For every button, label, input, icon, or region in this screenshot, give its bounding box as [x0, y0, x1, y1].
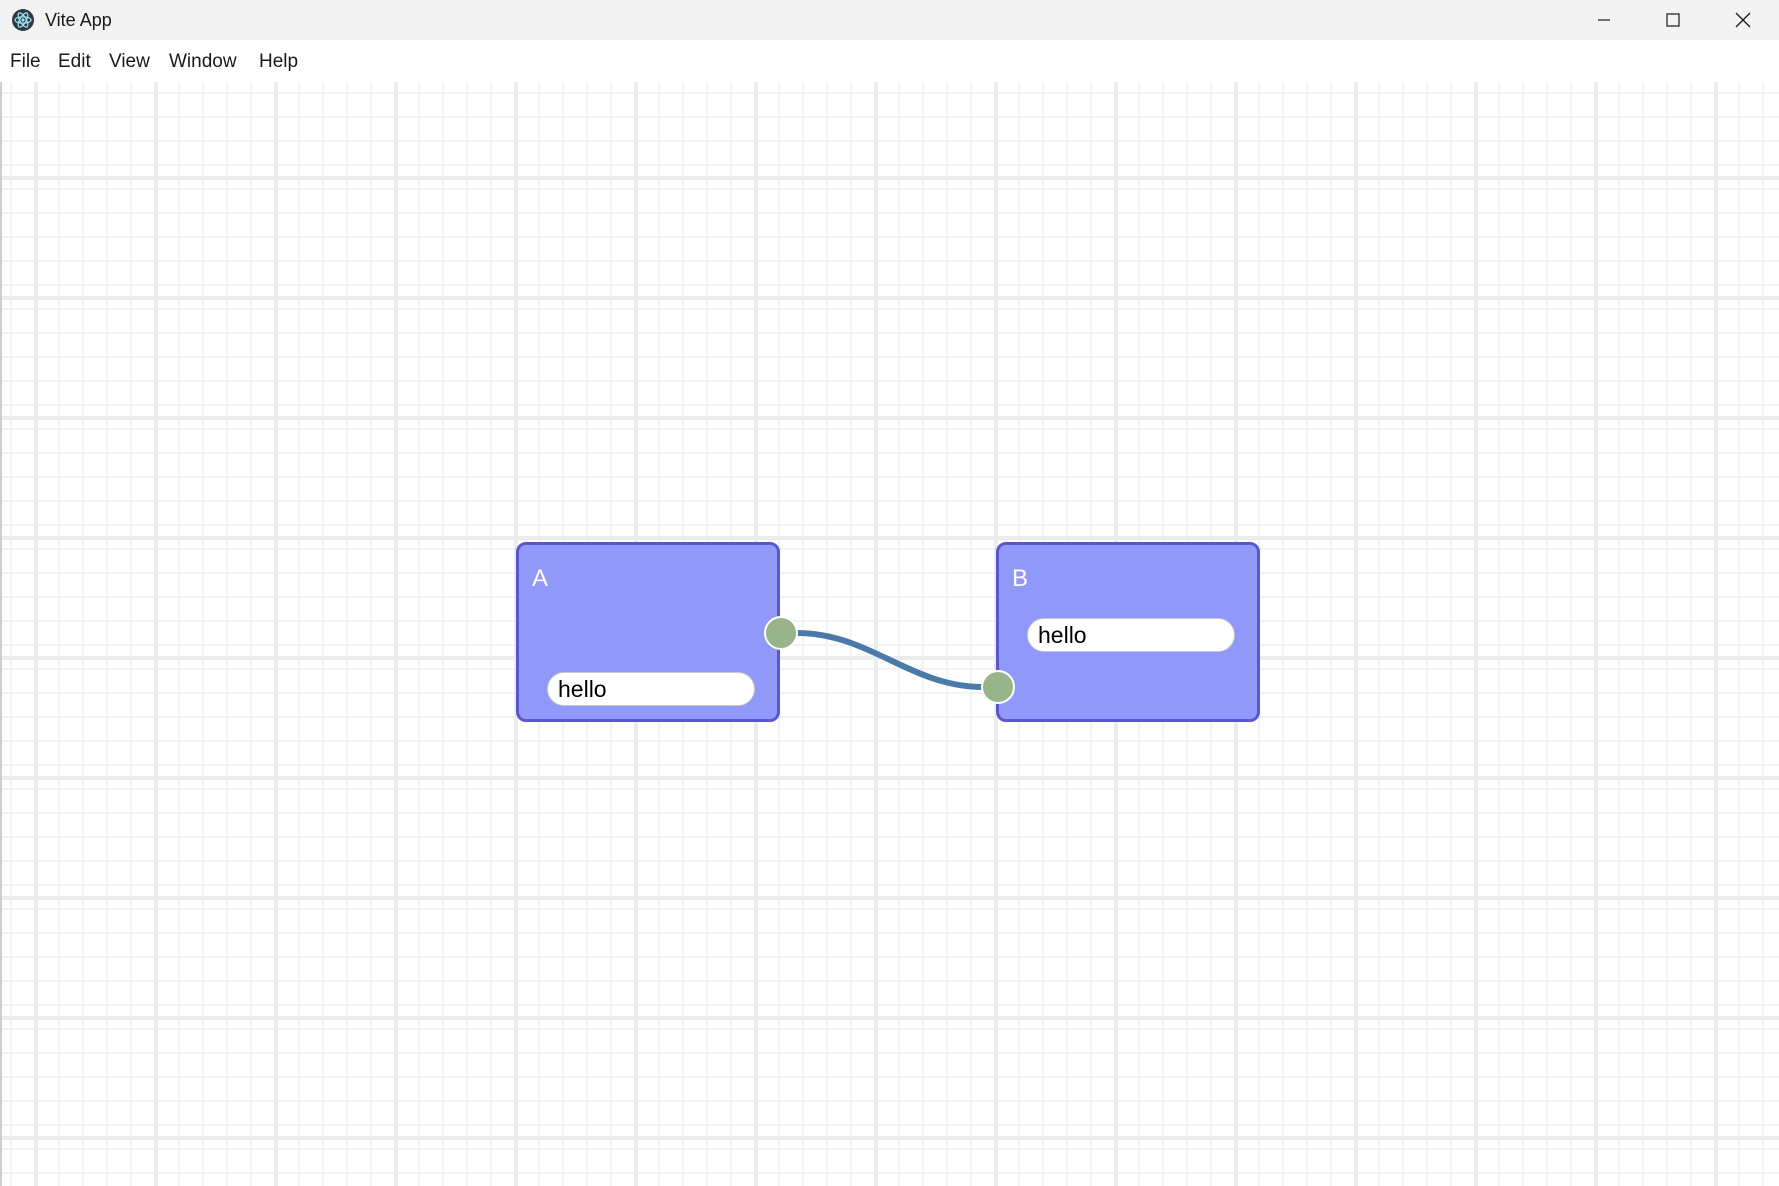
node-title: A [532, 565, 549, 592]
node-b-input-port[interactable] [981, 670, 1015, 704]
node-a[interactable]: A [516, 542, 780, 722]
maximize-icon [1665, 12, 1681, 28]
node-title: B [1012, 565, 1029, 592]
node-b-text-input[interactable] [1027, 618, 1235, 652]
node-a-output-port[interactable] [764, 616, 798, 650]
minimize-button[interactable] [1570, 0, 1638, 40]
window-title: Vite App [45, 10, 112, 30]
electron-atom-icon [11, 8, 35, 32]
menu-view[interactable]: View [109, 51, 150, 72]
menu-edit[interactable]: Edit [58, 51, 91, 72]
close-icon [1734, 11, 1752, 29]
graph-canvas[interactable] [0, 82, 1779, 1186]
menu-window[interactable]: Window [169, 51, 237, 72]
node-a-text-input[interactable] [547, 672, 755, 706]
node-b[interactable]: B [996, 542, 1260, 722]
menu-help[interactable]: Help [259, 51, 299, 72]
close-button[interactable] [1709, 0, 1777, 40]
minimize-icon [1596, 12, 1612, 28]
menu-file[interactable]: File [10, 51, 41, 72]
title-bar[interactable]: Vite App [0, 0, 1779, 40]
maximize-button[interactable] [1639, 0, 1707, 40]
menu-bar [0, 40, 1779, 82]
